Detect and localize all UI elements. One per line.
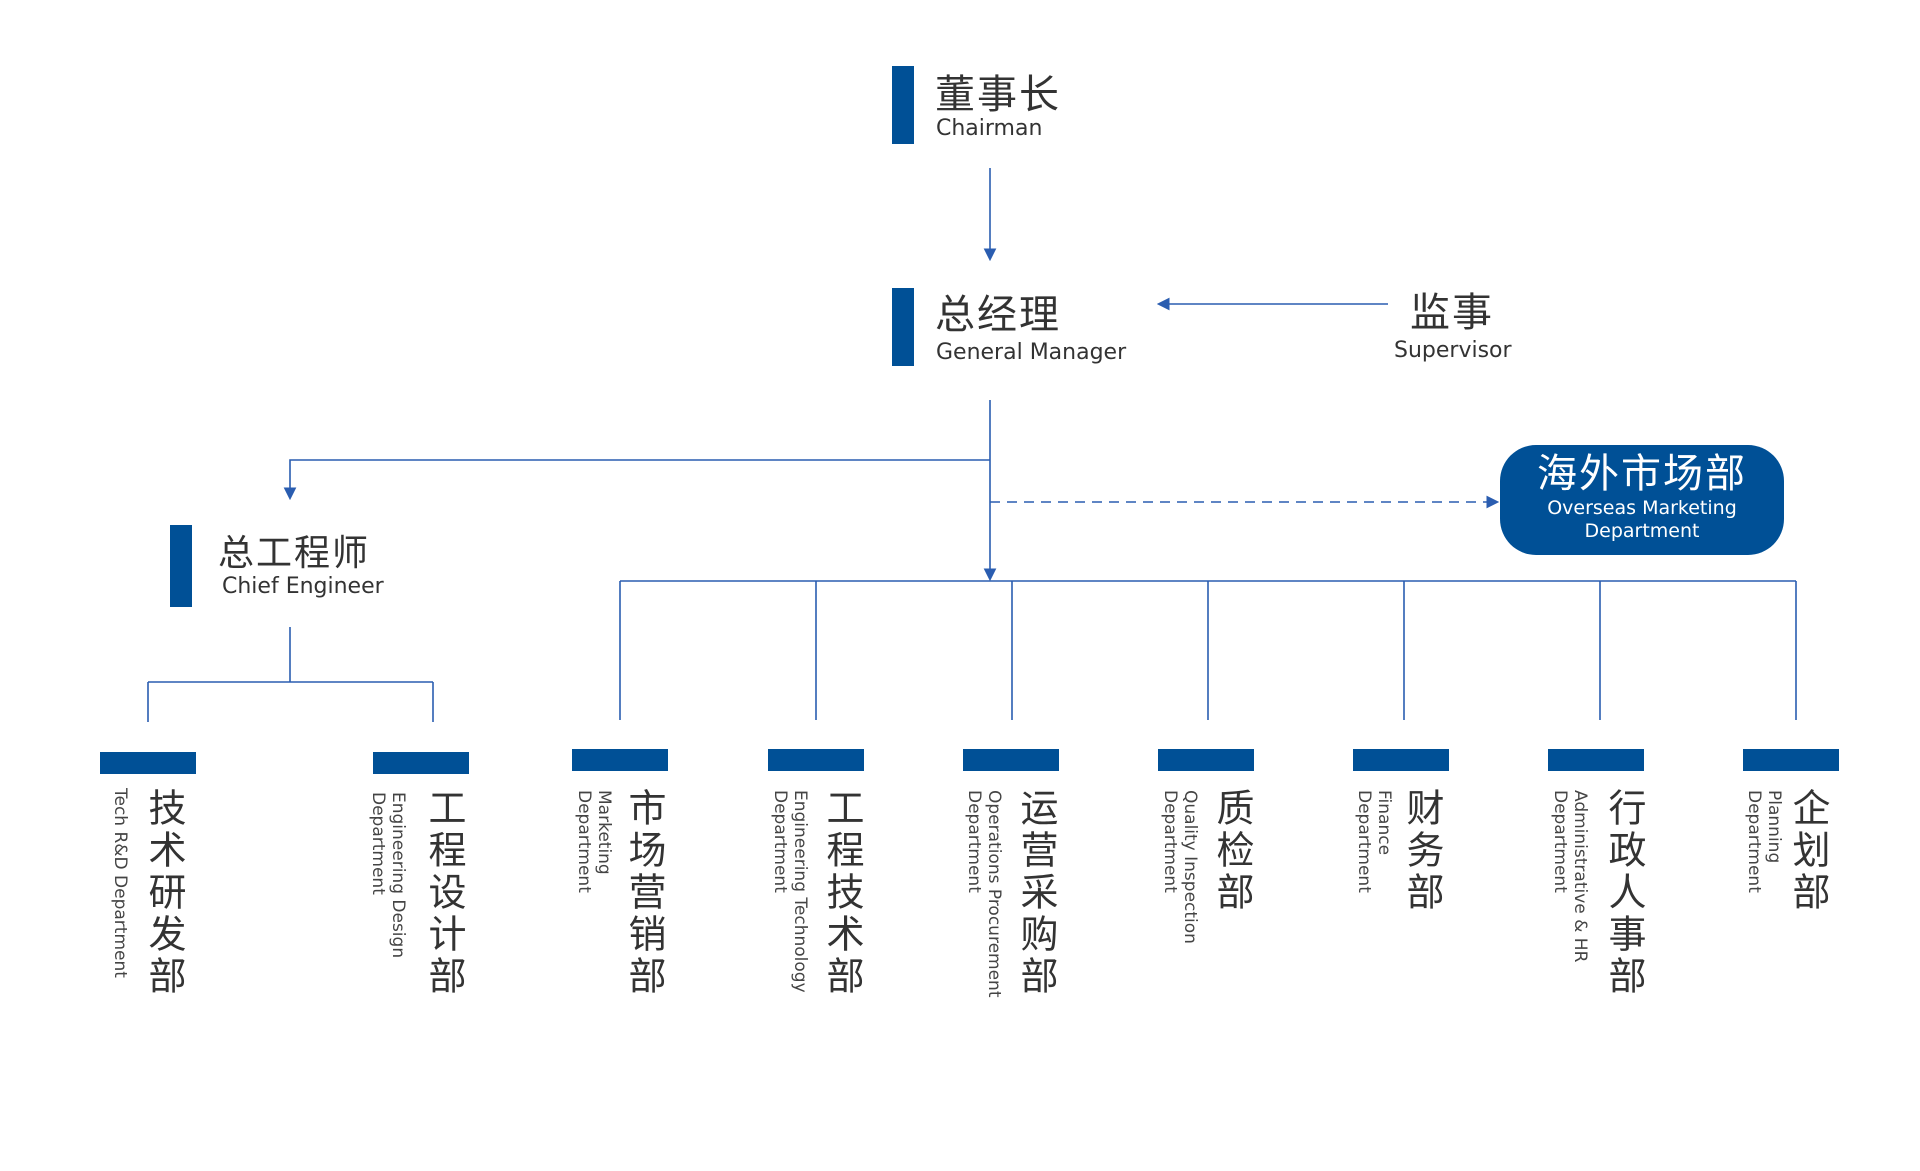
chief-engineer-marker-bar [170, 525, 192, 607]
department-title: 工程设计部 [422, 788, 466, 998]
supervisor-title: 监事 [1410, 290, 1494, 336]
gm-marker-bar [892, 288, 914, 366]
department-title: 市场营销部 [622, 788, 666, 998]
department-marker-bar [373, 752, 469, 774]
overseas-marketing-box: 海外市场部 Overseas Marketing Department [1500, 445, 1784, 555]
department-subtitle: Quality Inspection Department [1160, 790, 1200, 944]
department-subtitle: Administrative & HR Department [1550, 790, 1590, 963]
chairman-title: 董事长 [935, 72, 1061, 118]
department-marker-bar [768, 749, 864, 771]
gm-title: 总经理 [935, 292, 1061, 338]
department-title: 技术研发部 [142, 788, 186, 998]
department-title: 运营采购部 [1014, 788, 1058, 998]
department-subtitle: Marketing Department [574, 790, 614, 893]
supervisor-subtitle: Supervisor [1394, 338, 1512, 363]
department-marker-bar [963, 749, 1059, 771]
department-marker-bar [1353, 749, 1449, 771]
department-title: 工程技术部 [820, 788, 864, 998]
department-subtitle: Finance Department [1354, 790, 1394, 893]
department-title: 财务部 [1400, 788, 1444, 914]
gm-to-chief-engineer-arrow [283, 459, 990, 501]
department-subtitle: Tech R&D Department [110, 788, 130, 978]
department-subtitle: Operations Procurement Department [964, 790, 1004, 998]
department-title: 行政人事部 [1602, 788, 1646, 998]
chief-engineer-title: 总工程师 [218, 533, 371, 574]
department-subtitle: Engineering Design Department [368, 792, 408, 959]
chairman-marker-bar [892, 66, 914, 144]
department-marker-bar [1743, 749, 1839, 771]
gm-subtitle: General Manager [936, 340, 1127, 365]
department-marker-bar [100, 752, 196, 774]
department-marker-bar [1158, 749, 1254, 771]
chief-engineer-subtitle: Chief Engineer [222, 574, 384, 599]
overseas-title: 海外市场部 [1537, 451, 1747, 497]
department-title: 企划部 [1786, 788, 1830, 914]
overseas-subtitle: Overseas Marketing Department [1547, 497, 1737, 542]
department-subtitle: Planning Department [1744, 790, 1784, 893]
department-subtitle: Engineering Technology Department [770, 790, 810, 993]
department-marker-bar [572, 749, 668, 771]
department-title: 质检部 [1210, 788, 1254, 914]
department-marker-bar [1548, 749, 1644, 771]
chairman-subtitle: Chairman [936, 116, 1043, 141]
